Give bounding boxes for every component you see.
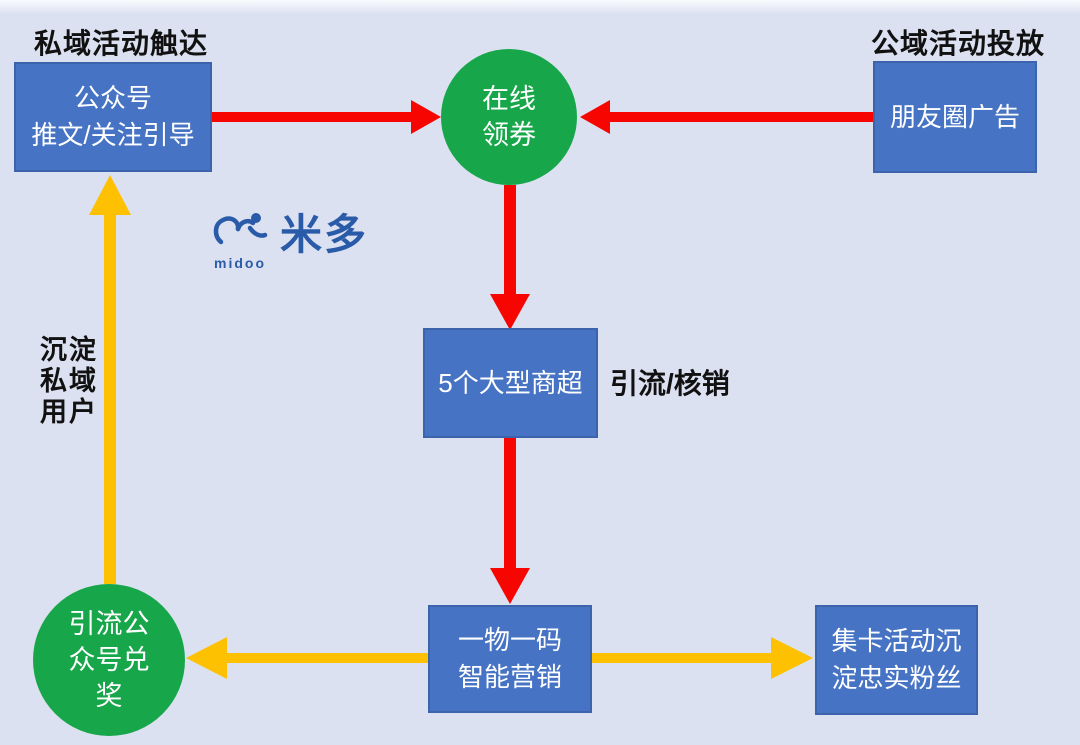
node-redeem-official-account: 引流公 众号兑 奖 [33, 584, 185, 736]
node-label-line: 5个大型商超 [438, 367, 583, 398]
node-label-line: 在线 [482, 84, 536, 114]
arrow-yellow-redeem-to-pubaccount-head [89, 175, 131, 215]
deposit-label-line: 私域 [40, 366, 98, 396]
arrow-red-momentsad-to-coupon-shaft [610, 112, 873, 122]
arrow-red-supermarkets-to-onecode-shaft [504, 438, 516, 568]
deposit-label-line: 沉淀 [40, 335, 98, 365]
arrow-yellow-onecode-to-cardcollection-head [771, 637, 813, 679]
midoo-logo: midoo 米多 [212, 212, 368, 271]
midoo-leaping-figure-icon [212, 212, 268, 261]
diversion-verification-label: 引流/核销 [610, 368, 730, 399]
node-moments-ad: 朋友圈广告 [873, 61, 1037, 173]
deposit-label-line: 用户 [40, 397, 98, 427]
node-card-collection: 集卡活动沉 淀忠实粉丝 [815, 605, 978, 715]
node-label-line: 一物一码 [457, 625, 562, 655]
node-label-line: 朋友圈广告 [889, 101, 1020, 132]
arrow-yellow-onecode-to-redeem-shaft [227, 653, 428, 663]
public-domain-heading: 公域活动投放 [871, 28, 1046, 59]
node-label-line: 众号兑 [68, 645, 150, 675]
arrow-red-coupon-to-supermarkets-head [490, 294, 530, 330]
node-official-account-push: 公众号 推文/关注引导 [14, 62, 212, 172]
arrow-yellow-onecode-to-redeem-head [186, 637, 227, 679]
deposit-private-users-label: 沉淀 私域 用户 [40, 335, 98, 428]
node-online-coupon: 在线 领券 [441, 49, 577, 185]
arrow-yellow-redeem-to-pubaccount-shaft [104, 214, 116, 584]
node-label-line: 引流公 [68, 609, 150, 639]
arrow-red-supermarkets-to-onecode-head [490, 568, 530, 604]
arrow-red-pubaccount-to-coupon-head [411, 100, 441, 134]
node-label-line: 智能营销 [457, 662, 562, 692]
node-label-line: 集卡活动沉 [831, 626, 962, 656]
private-domain-heading: 私域活动触达 [34, 28, 209, 59]
node-one-item-one-code: 一物一码 智能营销 [428, 605, 592, 713]
midoo-wordmark: midoo [214, 255, 266, 271]
node-label-line: 领券 [482, 120, 536, 150]
arrow-yellow-onecode-to-cardcollection-shaft [592, 653, 771, 663]
node-label-line: 公众号 [73, 83, 152, 113]
node-label-line: 推文/关注引导 [31, 120, 195, 150]
arrow-red-pubaccount-to-coupon-shaft [212, 112, 412, 122]
node-supermarkets: 5个大型商超 [423, 328, 598, 438]
midoo-chinese-wordmark: 米多 [280, 211, 369, 258]
node-label-line: 奖 [95, 681, 123, 711]
arrow-red-momentsad-to-coupon-head [580, 100, 610, 134]
arrow-red-coupon-to-supermarkets-shaft [504, 185, 516, 294]
node-label-line: 淀忠实粉丝 [831, 663, 962, 693]
